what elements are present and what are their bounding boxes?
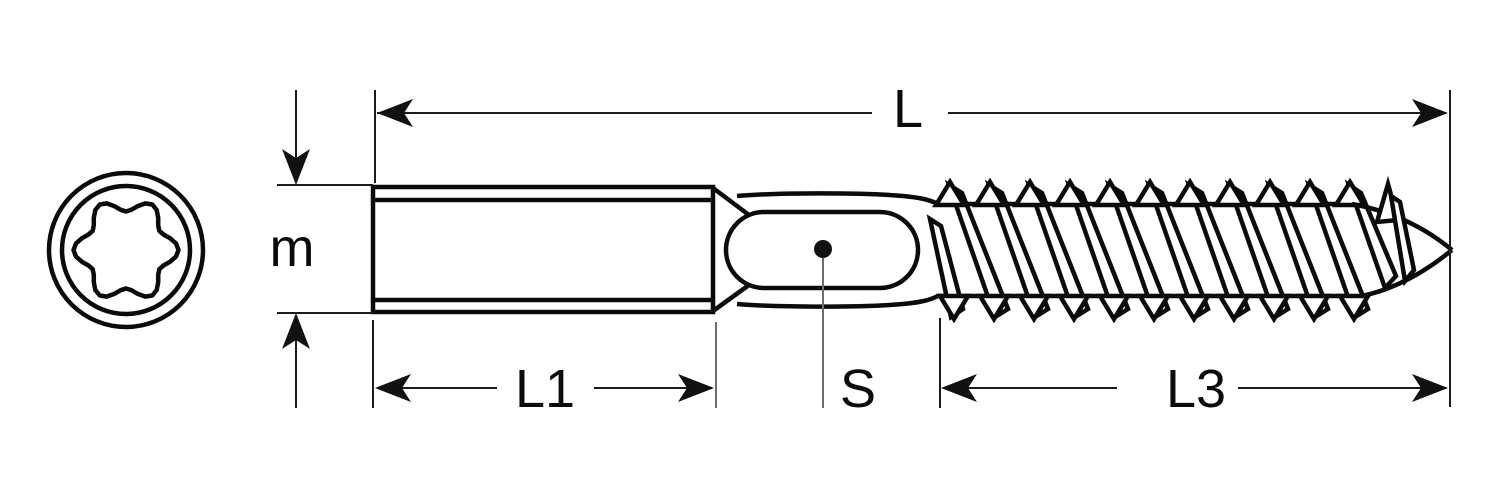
arrowhead-right — [678, 374, 714, 402]
arrowhead-left — [377, 99, 413, 127]
bolt-side-view — [370, 175, 1454, 324]
arrowhead-left — [941, 374, 977, 402]
neck-chamfer-bottom — [711, 283, 751, 313]
label-wood-thread-length: L3 — [1166, 359, 1226, 419]
thread-start-band — [926, 214, 966, 321]
label-machine-thread-length: L1 — [515, 359, 575, 419]
arrowhead-left — [375, 374, 411, 402]
dimension-L1: L1 — [372, 320, 717, 419]
dimension-L3: L3 — [939, 318, 1448, 419]
machine-thread-shank — [370, 184, 716, 315]
dimension-L: L — [374, 79, 1451, 407]
flats-outer-edge-top — [736, 191, 940, 207]
leader-S: S — [814, 240, 876, 419]
dimensions: L m L1 — [270, 79, 1451, 419]
point-cone-upper-edge — [1351, 201, 1454, 252]
thread-crest-top-last — [1331, 177, 1369, 208]
torx-socket-end-view — [46, 170, 206, 330]
point-cone-lower-edge — [1361, 248, 1454, 299]
outer-diameter-circle — [46, 170, 206, 330]
arrowhead-down — [282, 149, 310, 185]
label-drive-size: S — [840, 359, 876, 419]
chamfer-circle — [59, 183, 193, 317]
arrowhead-right — [1412, 99, 1448, 127]
wood-thread-section — [926, 175, 1454, 324]
neck-chamfer-top — [711, 186, 751, 217]
point-band — [1387, 191, 1417, 287]
label-diameter: m — [270, 218, 315, 278]
thread-crest-bottom-last — [1335, 293, 1373, 324]
shank-outline — [370, 184, 716, 315]
leader-dot — [814, 240, 832, 258]
dimension-m: m — [270, 90, 373, 408]
label-overall-length: L — [893, 79, 923, 139]
torx-star-recess — [71, 201, 181, 299]
flats-outer-edge-bottom — [736, 293, 940, 309]
arrowhead-up — [282, 313, 310, 349]
arrowhead-right — [1412, 374, 1448, 402]
